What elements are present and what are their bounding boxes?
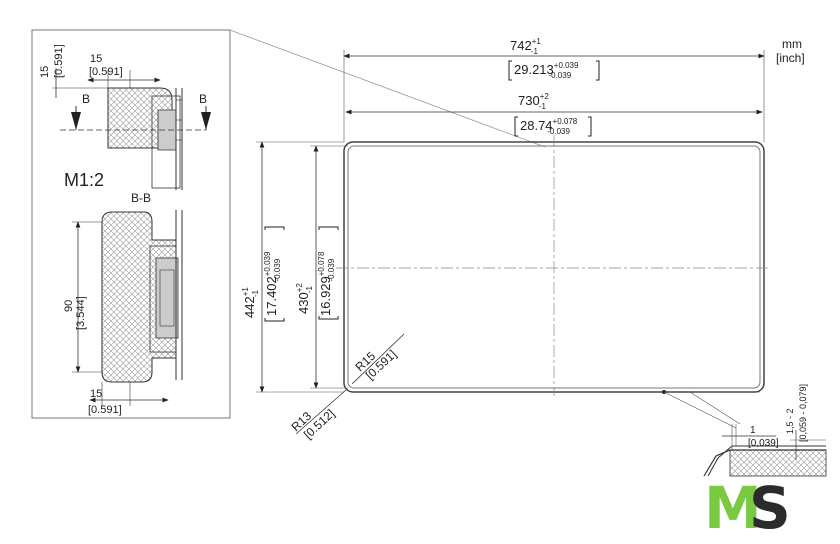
inner-width-inch: 28.74+0.078-0.039	[520, 117, 578, 136]
inner-height-mm: 430+2-1	[295, 283, 314, 314]
logo: M S	[704, 474, 791, 542]
top-profile	[107, 87, 183, 190]
top-v-mm: 15	[39, 66, 51, 78]
top-h-inch: [0.591]	[89, 66, 123, 78]
section-title: B-B	[131, 191, 151, 205]
outer-width-mm: 742+1-1	[510, 37, 541, 56]
units-inch: [inch]	[776, 51, 805, 65]
detail-frame	[31, 29, 231, 419]
detail-leader	[229, 29, 546, 148]
height-inch: [3.544]	[75, 296, 87, 330]
outer-width-inch: 29.213+0.039-0.039	[514, 61, 579, 80]
bottom-profile	[101, 210, 183, 383]
section-marker-left: B	[82, 92, 90, 106]
thickness-mm: 1	[750, 425, 756, 436]
top-h-mm: 15	[90, 53, 102, 65]
edge-inch: [0,059 - 0,079]	[798, 384, 808, 442]
edge-mm: 1,5 - 2	[785, 408, 795, 434]
edge-section	[703, 424, 827, 477]
svg-text:M: M	[704, 474, 762, 542]
outer-height-inch: 17.402+0.039-0.039	[263, 251, 282, 316]
bottom-h-mm: 15	[90, 388, 102, 400]
units-mm: mm	[782, 37, 802, 51]
svg-text:S: S	[749, 474, 791, 542]
section-marker-right: B	[199, 92, 207, 106]
inner-height-inch: 16.929+0.078-0.039	[317, 251, 336, 316]
outer-height-mm: 442+1-1	[241, 287, 260, 318]
inner-width-mm: 730+2-1	[518, 92, 549, 111]
thickness-inch: [0,039]	[748, 438, 779, 449]
height-mm: 90	[63, 300, 75, 312]
bottom-h-inch: [0.591]	[88, 404, 122, 416]
top-v-inch: [0.591]	[53, 44, 65, 78]
scale-label: M1:2	[64, 170, 104, 190]
